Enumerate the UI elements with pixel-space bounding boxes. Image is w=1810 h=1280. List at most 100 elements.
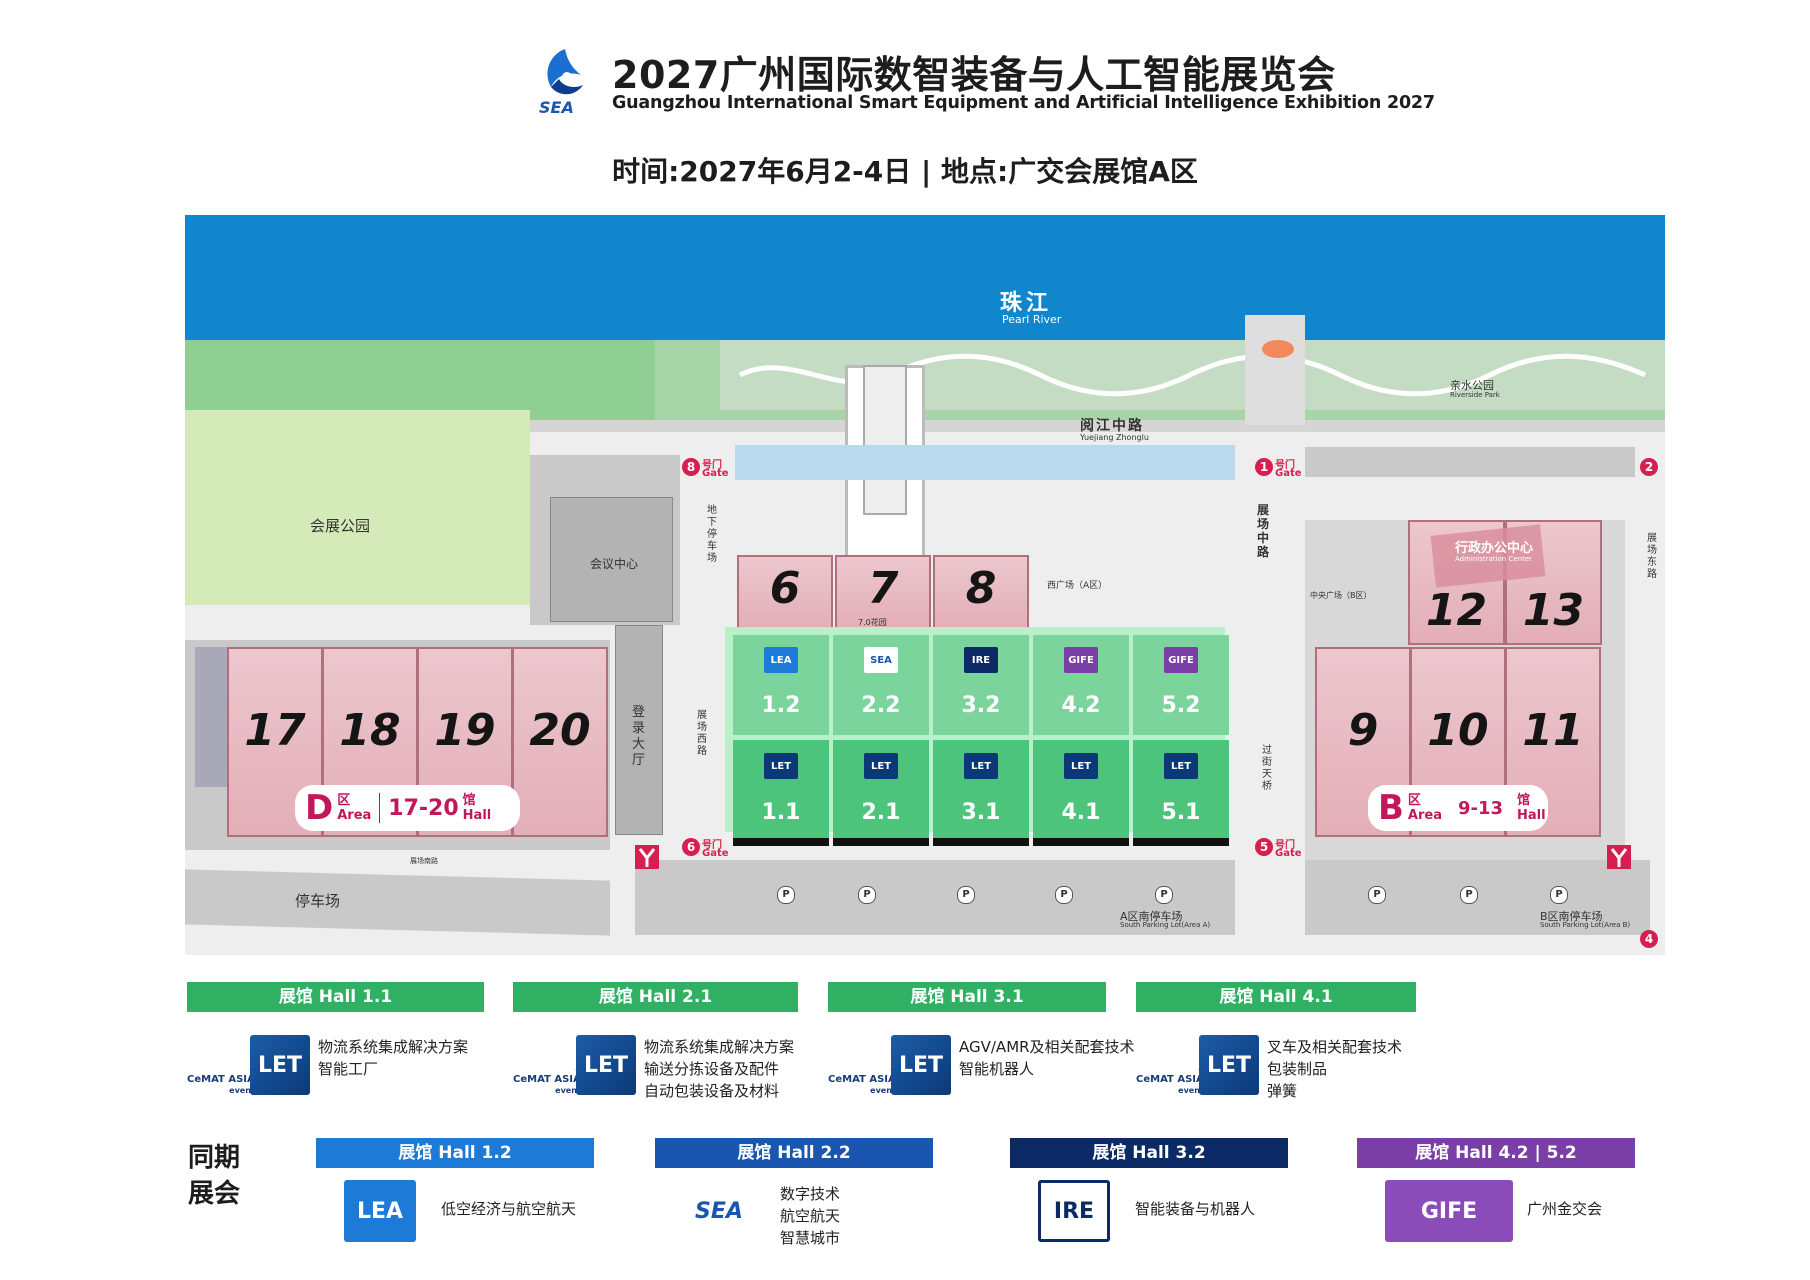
description-line: 广州金交会	[1527, 1200, 1603, 1218]
skybridge-label: 过街天桥	[1262, 745, 1272, 792]
hall-number: 18	[339, 705, 401, 756]
gate-6-icon: 6	[682, 838, 700, 856]
let-logo-icon: LET	[1164, 753, 1198, 779]
hall-20[interactable]	[512, 647, 608, 837]
entrance-marker-west	[635, 845, 659, 869]
header: SEA 2027广州国际数智装备与人工智能展览会 Guangzhou Inter…	[0, 0, 1810, 200]
hall-number: 7	[867, 563, 899, 614]
cemat-name: CeMAT ASIA	[828, 1074, 896, 1085]
hall-logo-icon: GIFE	[1164, 647, 1198, 673]
description-line: 智慧城市	[780, 1229, 841, 1247]
gate-label: 号门	[702, 460, 722, 471]
hall-bar: 展馆 Hall 1.2	[316, 1138, 594, 1168]
description-line: 自动包装设备及材料	[644, 1082, 780, 1100]
concurrent-label-line2: 展会	[188, 1179, 241, 1209]
parking-icon: P	[777, 886, 795, 904]
sea-logo-icon: SEA	[539, 49, 583, 117]
parking-b-label: B区南停车场	[1540, 910, 1603, 923]
banner-b-area-en: Area	[1407, 808, 1442, 823]
riverside-park-label-en: Riverside Park	[1450, 391, 1500, 399]
hall-description: 叉车及相关配套技术包装制品弹簧	[1267, 1036, 1402, 1102]
entrance-marker-east	[1607, 845, 1631, 869]
description-line: 低空经济与航空航天	[441, 1200, 577, 1218]
hall-number: 13	[1522, 585, 1585, 636]
let-logo-icon: LET	[576, 1035, 636, 1095]
hall-number: 2.1	[861, 800, 901, 825]
description-line: 航空航天	[780, 1207, 841, 1225]
hall-number: 8	[965, 563, 997, 614]
b-north-strip	[1305, 447, 1635, 477]
description-line: 叉车及相关配套技术	[1267, 1038, 1403, 1056]
middle-road-label: 展场中路	[1257, 503, 1270, 559]
road-label-en: Yuejiang Zhonglu	[1080, 433, 1149, 442]
hall-logo-icon: LEA	[764, 647, 798, 673]
gate-5-icon: 5	[1255, 838, 1273, 856]
gate-label-en: Gate	[702, 468, 729, 479]
parking-a-label-en: South Parking Lot(Area A)	[1120, 921, 1211, 929]
south-road-label: 展场南路	[410, 857, 438, 865]
parking-icon: P	[957, 886, 975, 904]
hall-description: 广州金交会	[1527, 1198, 1602, 1220]
description-line: AGV/AMR及相关配套技术	[959, 1038, 1135, 1056]
let-logo-icon: LET	[891, 1035, 951, 1095]
banner-d-hall-en: Hall	[462, 808, 492, 823]
hall-description: 智能装备与机器人	[1135, 1198, 1255, 1220]
cemat-a: a	[828, 1063, 895, 1074]
gate-label: 号门	[1275, 460, 1295, 471]
let-logo-icon: LET	[864, 753, 898, 779]
hall-description: 数字技术航空航天智慧城市	[780, 1183, 840, 1249]
description-line: 物流系统集成解决方案	[318, 1038, 469, 1056]
gate-4-icon: 4	[1640, 930, 1658, 948]
banner-d-range: 17-20	[388, 795, 459, 821]
garden-label: 7.0花园	[858, 618, 887, 627]
banner-b-range: 9-13	[1457, 797, 1504, 819]
hall-number: 9	[1347, 705, 1379, 756]
hall-number: 5.1	[1161, 800, 1201, 825]
let-logo-icon: LET	[1199, 1035, 1259, 1095]
description-line: 物流系统集成解决方案	[644, 1038, 795, 1056]
river-label-en: Pearl River	[1002, 313, 1062, 326]
banner-b-hall-en: Hall	[1517, 808, 1546, 823]
ire-logo-icon: IRE	[1038, 1180, 1110, 1242]
canal	[735, 445, 1235, 480]
hall-number: 20	[529, 705, 591, 756]
lea-logo-icon: LEA	[344, 1180, 416, 1242]
page-title: 2027广州国际数智装备与人工智能展览会	[612, 53, 1336, 97]
gife-logo-icon: GIFE	[1385, 1180, 1513, 1242]
concurrent-label: 同期 展会	[188, 1140, 240, 1212]
description-line: 智能工厂	[318, 1060, 379, 1078]
hall-6[interactable]	[737, 555, 833, 630]
hall-bar: 展馆 Hall 3.2	[1010, 1138, 1288, 1168]
green-area-west	[185, 340, 655, 420]
concurrent-label-line1: 同期	[188, 1143, 241, 1173]
pearl-river	[185, 215, 1665, 340]
sea-logo-icon: SEA	[683, 1180, 755, 1242]
d-area-wing	[195, 647, 227, 787]
banner-d-hall-cn: 馆	[462, 793, 476, 808]
banner-b-area: B 区 Area 9-13 馆 Hall	[1368, 785, 1548, 831]
hall-description: 低空经济与航空航天	[441, 1198, 576, 1220]
logo-text: SEA	[539, 98, 574, 117]
hall-bar: 展馆 Hall 4.1	[1136, 982, 1416, 1012]
hall-number: 10	[1427, 705, 1489, 756]
hall-number: 1.2	[761, 693, 801, 718]
conference-center-label: 会议中心	[590, 557, 639, 571]
hall-bar: 展馆 Hall 4.2 | 5.2	[1357, 1138, 1635, 1168]
parking-icon: P	[1155, 886, 1173, 904]
conference-center	[550, 497, 673, 622]
registration-hall	[615, 625, 663, 835]
description-line: 智能机器人	[959, 1060, 1035, 1078]
gate-label-en: Gate	[702, 848, 729, 859]
page-subtitle: Guangzhou International Smart Equipment …	[612, 93, 1435, 113]
hall-logo-icon: GIFE	[1064, 647, 1098, 673]
banner-b-area-cn: 区	[1407, 793, 1421, 808]
hall-description: 物流系统集成解决方案输送分拣设备及配件自动包装设备及材料	[644, 1036, 794, 1102]
hall-number: 12	[1425, 585, 1488, 636]
hall-description: 物流系统集成解决方案智能工厂	[318, 1036, 468, 1080]
banner-d-area: D 区 Area 17-20 馆 Hall	[295, 785, 520, 831]
east-road-label: 展场东路	[1647, 533, 1657, 580]
hall-number: 4.2	[1061, 693, 1101, 718]
let-logo-icon: LET	[250, 1035, 310, 1095]
time-location: 时间:2027年6月2-4日 | 地点:广交会展馆A区	[612, 155, 1198, 188]
